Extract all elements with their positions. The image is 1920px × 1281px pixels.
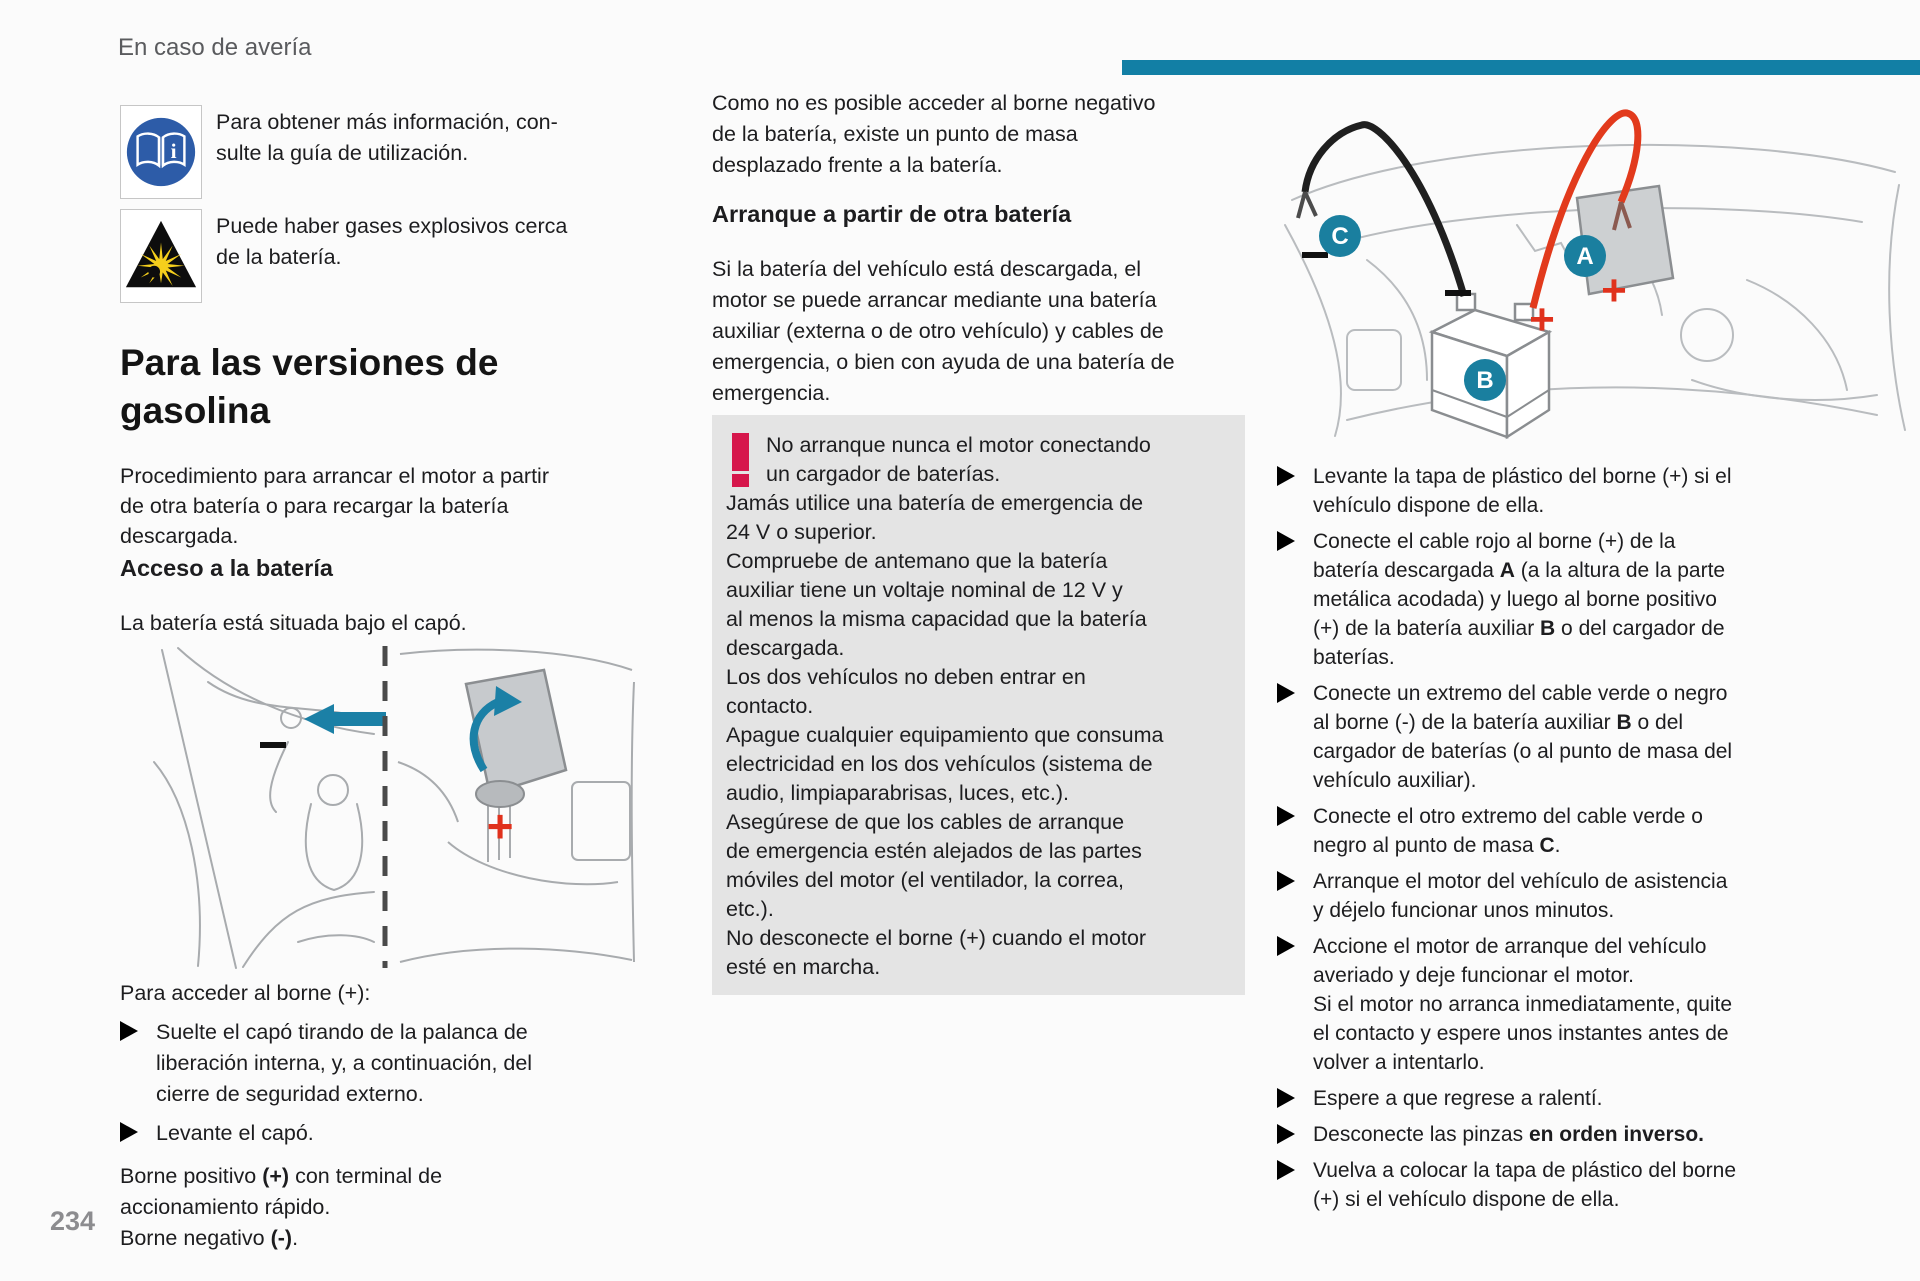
accent-rule bbox=[1122, 60, 1920, 75]
step-text: Levante la tapa de plástico del borne (+… bbox=[1313, 465, 1732, 517]
step-bullet-icon bbox=[120, 1121, 138, 1142]
positive-terminal-mark: + bbox=[487, 800, 514, 852]
step-bullet-icon bbox=[1277, 936, 1295, 956]
step-item: Accione el motor de arranque del vehícul… bbox=[1277, 932, 1910, 1077]
step-text: Vuelva a colocar la tapa de plástico del… bbox=[1313, 1159, 1736, 1211]
jump-start-figure: + + A B C bbox=[1284, 109, 1906, 440]
jump-start-paragraph: Si la batería del vehículo está descarga… bbox=[712, 256, 1175, 405]
jump-start-steps-list: Levante la tapa de plástico del borne (+… bbox=[1277, 462, 1910, 1214]
step-item: Vuelva a colocar la tapa de plástico del… bbox=[1277, 1156, 1910, 1214]
step-item: Levante la tapa de plástico del borne (+… bbox=[1277, 462, 1910, 520]
step-item: Conecte el otro extremo del cable verde … bbox=[1277, 802, 1910, 860]
negative-terminal-mark bbox=[260, 741, 286, 748]
access-intro-line: Para acceder al borne (+): bbox=[120, 980, 371, 1005]
step-item: Arranque el motor del vehículo de asiste… bbox=[1277, 867, 1910, 925]
step-bullet-icon bbox=[1277, 683, 1295, 703]
black-jumper-cable bbox=[1301, 121, 1468, 297]
label-a-badge: A bbox=[1564, 235, 1606, 277]
column-right: + + A B C Levante la tapa de plástico de… bbox=[1277, 80, 1910, 1214]
step-item: Levante el capó. bbox=[120, 1118, 642, 1149]
warning-paragraph: Jamás utilice una batería de emergencia … bbox=[726, 490, 1144, 544]
intro-paragraph: Procedimiento para arrancar el motor a p… bbox=[120, 464, 549, 548]
step-bullet-icon bbox=[1277, 1124, 1295, 1144]
negative-terminal-mark bbox=[1445, 290, 1471, 296]
column-middle: Como no es posible acceder al borne nega… bbox=[712, 88, 1245, 995]
step-bullet-icon bbox=[1277, 466, 1295, 486]
explosive-gases-warning-icon bbox=[120, 209, 202, 303]
owner-manual-book-icon: i bbox=[120, 105, 202, 199]
svg-text:i: i bbox=[171, 139, 177, 163]
manual-note: i Para obtener más información, con-sult… bbox=[120, 105, 642, 199]
step-bullet-icon bbox=[1277, 1160, 1295, 1180]
step-text: Conecte el otro extremo del cable verde … bbox=[1313, 805, 1703, 857]
section-header: En caso de avería bbox=[118, 34, 312, 61]
svg-text:B: B bbox=[1476, 367, 1493, 394]
svg-text:A: A bbox=[1576, 243, 1593, 270]
column-left: i Para obtener más información, con-sult… bbox=[120, 85, 642, 1254]
manual-note-text: Para obtener más información, con-sulte … bbox=[216, 110, 558, 165]
step-text: Desconecte las pinzas en orden inverso. bbox=[1313, 1123, 1704, 1146]
step-text: Arranque el motor del vehículo de asiste… bbox=[1313, 870, 1728, 922]
step-item: Desconecte las pinzas en orden inverso. bbox=[1277, 1120, 1910, 1149]
red-jumper-cable bbox=[1529, 109, 1642, 309]
battery-cover bbox=[464, 668, 568, 796]
arrow-left-icon bbox=[304, 703, 386, 734]
step-bullet-icon bbox=[1277, 806, 1295, 826]
jump-start-subhead: Arranque a partir de otra batería bbox=[712, 201, 1072, 227]
label-b-badge: B bbox=[1464, 359, 1506, 401]
svg-text:C: C bbox=[1331, 223, 1348, 250]
step-item: Conecte un extremo del cable verde o neg… bbox=[1277, 679, 1910, 795]
step-text: Levante el capó. bbox=[156, 1120, 314, 1145]
warning-paragraph: Apague cualquier equipamiento que consum… bbox=[726, 722, 1164, 805]
step-text: Conecte el cable rojo al borne (+) de la… bbox=[1313, 530, 1726, 669]
step-bullet-icon bbox=[120, 1020, 138, 1041]
step-text: Conecte un extremo del cable verde o neg… bbox=[1313, 682, 1733, 792]
step-text: Accione el motor de arranque del vehícul… bbox=[1313, 935, 1733, 1074]
battery-access-figure: + bbox=[153, 645, 635, 969]
step-item: Conecte el cable rojo al borne (+) de la… bbox=[1277, 527, 1910, 672]
step-text: Espere a que regrese a ralentí. bbox=[1313, 1087, 1603, 1110]
exclamation-warning-icon bbox=[728, 432, 754, 489]
step-item: Espere a que regrese a ralentí. bbox=[1277, 1084, 1910, 1113]
step-bullet-icon bbox=[1277, 871, 1295, 891]
ground-point-paragraph: Como no es posible acceder al borne nega… bbox=[712, 91, 1156, 177]
positive-terminal-mark: + bbox=[1601, 266, 1627, 315]
warning-paragraph: No desconecte el borne (+) cuando el mot… bbox=[726, 925, 1147, 979]
step-bullet-icon bbox=[1277, 1088, 1295, 1108]
battery-access-subhead: Acceso a la batería bbox=[120, 555, 333, 581]
negative-terminal-mark bbox=[1302, 252, 1328, 258]
battery-location-line: La batería está situada bajo el capó. bbox=[120, 610, 467, 635]
arrow-open-cover-icon bbox=[469, 697, 500, 772]
label-c-badge: C bbox=[1319, 215, 1361, 257]
positive-terminal-mark: + bbox=[1529, 295, 1555, 344]
step-bullet-icon bbox=[1277, 531, 1295, 551]
page-number: 234 bbox=[50, 1206, 96, 1236]
